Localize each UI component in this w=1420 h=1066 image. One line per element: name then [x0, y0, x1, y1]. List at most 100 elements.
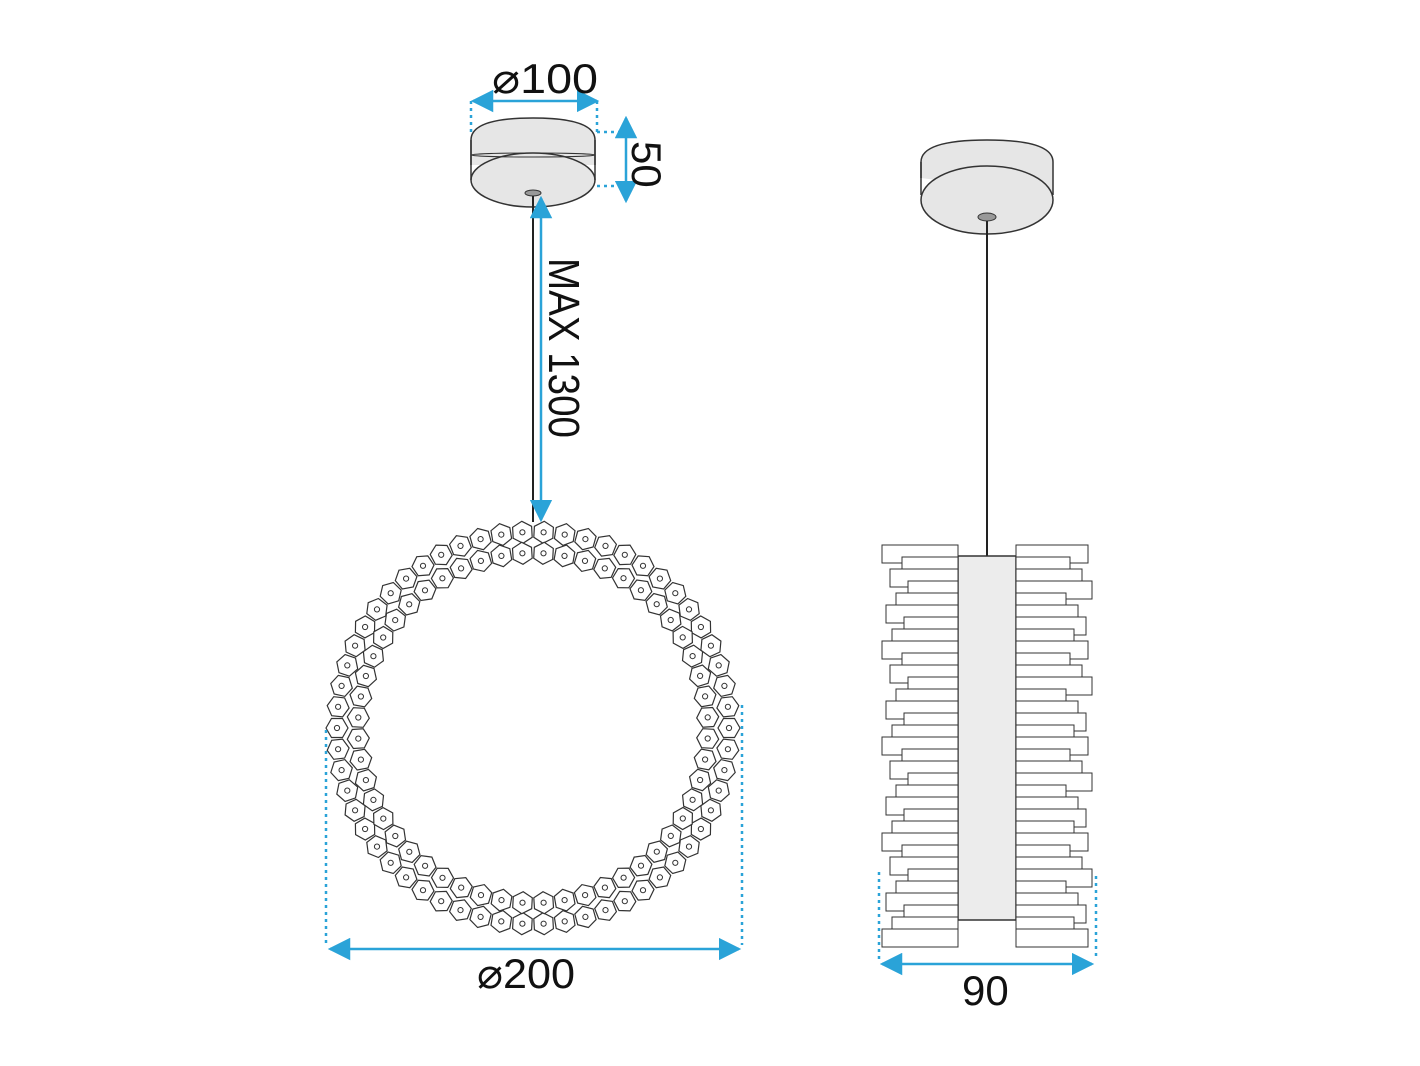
- ring-hexagon: [553, 544, 576, 568]
- ring-hexagon: [672, 625, 694, 650]
- cable-length-label: MAX 1300: [539, 258, 588, 438]
- ring-hexagon: [469, 549, 493, 573]
- ring-hexagon: [690, 817, 712, 841]
- ring-hexagon: [629, 579, 653, 602]
- ring-hexagon: [553, 909, 576, 933]
- ring-hexagon-dot: [458, 884, 465, 891]
- ring-hexagon: [325, 717, 349, 739]
- ring-hexagon-dot: [421, 587, 429, 594]
- ring-hexagon-dot: [704, 714, 711, 721]
- ring-hexagon-dot: [519, 550, 526, 557]
- ring-hexagon-dot: [685, 606, 693, 613]
- ring-hexagon-dot: [498, 897, 505, 904]
- ring-hexagon: [384, 824, 407, 848]
- ring-hexagon: [330, 674, 353, 698]
- ring-hexagon-dot: [392, 617, 399, 624]
- ring-hexagon: [336, 779, 359, 803]
- ring-hexagon-dot: [344, 662, 351, 669]
- ring-hexagon: [354, 817, 376, 841]
- ring-hexagon: [573, 549, 597, 573]
- ring-hexagon: [594, 899, 618, 921]
- ring-hexagon: [696, 728, 720, 749]
- ring-hexagon-dot: [333, 724, 341, 732]
- ring-hexagon-dot: [380, 634, 387, 641]
- ring-hexagon: [490, 909, 513, 933]
- ring-hexagon-dot: [601, 565, 608, 572]
- ring-hexagon: [384, 608, 407, 632]
- front-canopy: [470, 117, 596, 208]
- ring-hexagon-dot: [725, 724, 733, 732]
- ring-hexagon-dot: [601, 884, 609, 891]
- ring-hexagon-dot: [498, 552, 505, 560]
- ring-hexagon-dot: [672, 859, 679, 866]
- ring-hexagon: [631, 879, 655, 901]
- ring-hexagon: [362, 644, 385, 668]
- ring-hexagon: [681, 644, 704, 668]
- ring-hexagon-dot: [355, 735, 362, 742]
- ring-hexagon: [469, 905, 492, 929]
- ring-hexagon-dot: [582, 536, 589, 543]
- ring-hexagon: [346, 728, 370, 750]
- ring-hexagon-dot: [352, 642, 359, 649]
- ring-hexagon-dot: [540, 920, 547, 927]
- ring-hexagon-dot: [352, 807, 359, 814]
- ring-hexagon: [326, 738, 350, 760]
- ring-hexagon: [330, 758, 353, 782]
- ring-hexagon: [394, 567, 418, 590]
- ring-hexagon-dot: [387, 590, 394, 597]
- ring-hexagon: [664, 851, 687, 875]
- ring-hexagon-dot: [380, 815, 387, 822]
- ring-hexagon: [398, 840, 421, 864]
- ring-hexagon-dot: [519, 920, 526, 927]
- side-width-label: 90: [962, 967, 1009, 1014]
- side-core-panel: [957, 555, 1017, 921]
- ring-hexagon-dot: [639, 562, 647, 569]
- ring-hexagon: [648, 866, 672, 889]
- ring-hexagon-dot: [335, 703, 342, 710]
- ring-hexagon: [631, 555, 655, 577]
- ring-hexagon: [700, 634, 722, 658]
- ring-hexagon: [511, 541, 533, 565]
- ring-hexagon-dot: [715, 662, 722, 669]
- ring-hexagon: [346, 707, 370, 728]
- ring-hexagon: [645, 592, 668, 616]
- front-view: [325, 117, 741, 936]
- ring-hexagon: [574, 527, 597, 551]
- ring-hexagon: [717, 717, 741, 739]
- ring-hexagon: [413, 854, 437, 877]
- ring-hexagon-dot: [519, 899, 526, 906]
- ring-hexagon-dot: [685, 843, 693, 850]
- ring-hexagon: [379, 581, 402, 605]
- ring-hexagon-dot: [439, 575, 446, 582]
- ring-hexagon: [469, 883, 493, 907]
- ring-hexagon: [448, 899, 472, 921]
- side-view: [881, 139, 1093, 948]
- ring-hexagon-dot: [387, 859, 394, 866]
- ring-hexagon-dot: [602, 542, 609, 550]
- side-prism-right: [1015, 928, 1089, 948]
- ring-hexagon-dot: [724, 746, 732, 753]
- ring-hexagon-dot: [582, 913, 589, 921]
- ring-hexagon: [681, 788, 704, 812]
- ring-hexagon-dot: [697, 825, 705, 833]
- ring-hexagon: [613, 890, 637, 912]
- ring-hexagon: [693, 748, 717, 771]
- ring-hexagon: [611, 567, 636, 589]
- ring-hexagon: [688, 768, 712, 792]
- ring-hexagon-dot: [697, 776, 704, 784]
- ring-hexagon-dot: [458, 565, 465, 572]
- ring-hexagon-dot: [373, 606, 381, 613]
- ring-hexagon-dot: [667, 832, 674, 840]
- ring-hexagon: [707, 653, 730, 677]
- ring-hexagon: [553, 523, 576, 547]
- ring-hexagon: [696, 706, 720, 728]
- ring-hexagon-dot: [561, 918, 568, 925]
- ring-hexagon: [449, 876, 473, 899]
- ring-hexagon-dot: [477, 536, 484, 543]
- ring-hexagon: [429, 544, 453, 566]
- ring-hexagon-dot: [344, 787, 351, 794]
- ring-hexagon: [372, 806, 394, 831]
- ring-hexagon-dot: [639, 887, 647, 894]
- ring-hexagon-dot: [602, 907, 609, 914]
- ring-hexagon-dot: [403, 874, 410, 881]
